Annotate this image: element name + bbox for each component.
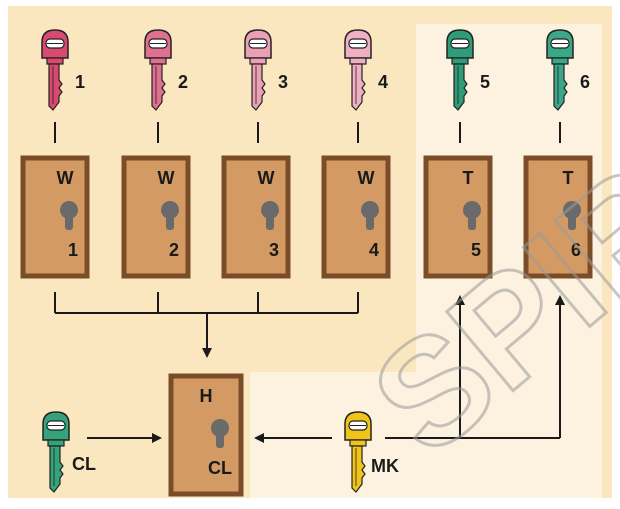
key-label: 5 <box>480 72 490 92</box>
keyhole <box>261 201 279 219</box>
highlight-panel-master <box>416 298 602 498</box>
door-number: 3 <box>269 240 279 260</box>
door-5: T5 <box>423 155 493 279</box>
key-6-icon <box>546 29 574 111</box>
key-3-icon <box>244 29 272 111</box>
house-door-label: CL <box>208 458 232 478</box>
master-key-label: MK <box>371 456 399 476</box>
door-letter: W <box>158 168 175 188</box>
keyhole <box>563 201 581 219</box>
highlight-panel-bottom <box>250 372 420 498</box>
door-3: W3 <box>221 155 291 279</box>
door-letter: T <box>563 168 574 188</box>
door-letter: W <box>57 168 74 188</box>
door-letter: W <box>258 168 275 188</box>
group-bracket <box>54 292 359 358</box>
keyhole <box>211 419 229 437</box>
key-4-icon <box>344 29 372 111</box>
master-key <box>344 411 372 493</box>
cl-key-label: CL <box>72 454 96 474</box>
cl-key-icon <box>42 411 70 493</box>
house-door: H CL <box>168 373 244 497</box>
door-number: 5 <box>471 240 481 260</box>
key-5-icon <box>446 29 474 111</box>
door-letter: T <box>463 168 474 188</box>
key-1-icon <box>41 29 69 111</box>
key-label: 3 <box>278 72 288 92</box>
master-key-icon <box>344 411 372 493</box>
key-label: 4 <box>378 72 388 92</box>
door-letter: W <box>358 168 375 188</box>
key-connector-lines <box>54 122 561 143</box>
cl-key <box>42 411 70 493</box>
keyhole <box>463 201 481 219</box>
keyhole <box>161 201 179 219</box>
key-row: 1 2 3 4 5 6 <box>41 29 590 111</box>
door-number: 2 <box>169 240 179 260</box>
key-label: 6 <box>580 72 590 92</box>
door-number: 6 <box>571 240 581 260</box>
key-2-icon <box>144 29 172 111</box>
door-number: 4 <box>369 240 379 260</box>
keyhole <box>60 201 78 219</box>
key-label: 1 <box>75 72 85 92</box>
door-1: W1 <box>20 155 90 279</box>
door-4: W4 <box>321 155 391 279</box>
door-number: 1 <box>68 240 78 260</box>
keyhole <box>361 201 379 219</box>
door-6: T6 <box>523 155 593 279</box>
door-2: W2 <box>121 155 191 279</box>
key-label: 2 <box>178 72 188 92</box>
house-door-letter: H <box>200 386 213 406</box>
